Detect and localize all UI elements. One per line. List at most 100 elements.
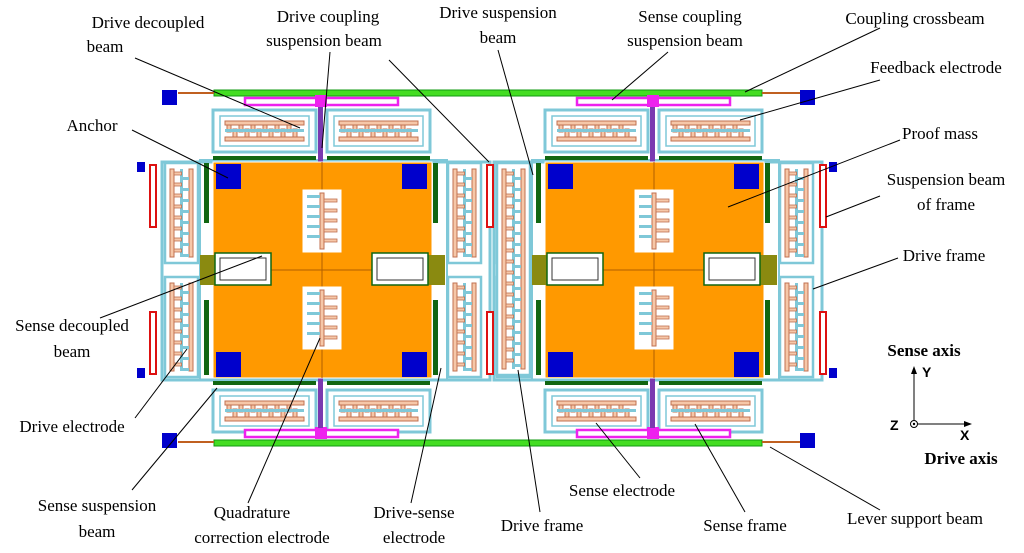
label-quadrature-correction-electrode: Quadrature correction electrode (194, 503, 329, 547)
leader-line (321, 51, 331, 149)
comb-finger (513, 265, 521, 268)
comb-finger (173, 329, 182, 334)
comb-finger (307, 312, 320, 315)
comb-finger (505, 292, 514, 297)
comb-finger (796, 368, 804, 371)
leader-line (611, 51, 669, 101)
olive-anchor (757, 255, 777, 285)
comb-spine (319, 192, 325, 250)
comb-bar (338, 400, 419, 406)
comb-finger (513, 243, 521, 246)
side-comb (446, 275, 483, 379)
leader-line (825, 195, 881, 218)
comb-finger (173, 340, 182, 345)
comb-finger (307, 332, 320, 335)
comb-finger (323, 335, 338, 340)
comb-finger (796, 313, 804, 316)
comb-finger (464, 232, 472, 235)
comb-finger (464, 313, 472, 316)
comb-finger (505, 182, 514, 187)
comb-finger (505, 226, 514, 231)
comb-finger (505, 248, 514, 253)
comb-finger (323, 218, 338, 223)
comb-finger (639, 205, 652, 208)
comb-finger (796, 254, 804, 257)
comb-finger (513, 254, 521, 257)
comb-finger (796, 324, 804, 327)
label-coupling-crossbeam: Coupling crossbeam (845, 9, 984, 28)
leader-line (410, 367, 442, 504)
label-drive-decoupled-beam: Drive decoupled beam (87, 13, 205, 56)
comb-bar (452, 168, 458, 258)
comb-bar (803, 282, 809, 372)
comb-bar (784, 282, 790, 372)
label-drive-suspension-beam: Drive suspension beam (439, 3, 557, 47)
drive-electrode-top-left (211, 108, 318, 154)
label-sense-decoupled-beam: Sense decoupled beam (15, 316, 129, 361)
comb-finger (788, 193, 797, 198)
comb-finger (796, 302, 804, 305)
side-comb (778, 161, 815, 265)
comb-finger (788, 307, 797, 312)
green-beam (536, 163, 541, 223)
comb-finger (505, 303, 514, 308)
comb-finger (323, 208, 338, 213)
comb-spine (651, 192, 657, 250)
comb-finger (788, 226, 797, 231)
coupling-beam (650, 107, 655, 162)
comb-finger (464, 210, 472, 213)
comb-finger (181, 357, 189, 360)
comb-bar (338, 120, 419, 126)
comb-bar (224, 136, 305, 142)
comb-finger (505, 314, 514, 319)
coupling-crossbeam-top (213, 89, 763, 97)
anchor (402, 164, 427, 189)
green-beam (204, 300, 209, 375)
comb-finger (456, 215, 465, 220)
comb-finger (181, 243, 189, 246)
coupling-beam (650, 378, 655, 428)
comb-finger (788, 318, 797, 323)
comb-inner (219, 395, 310, 427)
comb-bar (670, 400, 751, 406)
comb-finger (456, 171, 465, 176)
comb-finger (456, 307, 465, 312)
leader-line (134, 57, 301, 129)
side-comb (446, 161, 483, 265)
leader-line (388, 59, 490, 163)
quadrature-electrode-bottom (634, 286, 674, 350)
svg-text:beam: beam (480, 28, 517, 47)
quadrature-electrode-top (302, 189, 342, 253)
comb-bar (670, 136, 751, 142)
green-beam (765, 300, 770, 375)
comb-finger (639, 322, 652, 325)
leader-line (134, 348, 188, 419)
comb-finger (464, 291, 472, 294)
leader-line (727, 139, 901, 208)
comb-finger (513, 276, 521, 279)
sense-axis-label: Sense axis (887, 341, 961, 360)
comb-finger (655, 228, 670, 233)
comb-inner (551, 115, 642, 147)
label-drive-electrode: Drive electrode (19, 417, 124, 436)
green-beam (659, 381, 762, 385)
sense-decoupled-inner (376, 257, 424, 281)
comb-finger (513, 221, 521, 224)
comb-spine (339, 129, 418, 132)
anchor (548, 352, 573, 377)
sense-decoupled-inner (551, 257, 599, 281)
comb-finger (464, 324, 472, 327)
comb-inner (551, 395, 642, 427)
comb-bar (224, 416, 305, 422)
comb-bar (784, 168, 790, 258)
comb-finger (796, 346, 804, 349)
leader-line (247, 337, 321, 504)
svg-text:beam: beam (54, 342, 91, 361)
comb-finger (173, 307, 182, 312)
comb-finger (456, 237, 465, 242)
comb-finger (464, 177, 472, 180)
comb-finger (323, 315, 338, 320)
comb-finger (323, 305, 338, 310)
label-drive-frame-bottom: Drive frame (501, 516, 584, 535)
comb-finger (181, 188, 189, 191)
